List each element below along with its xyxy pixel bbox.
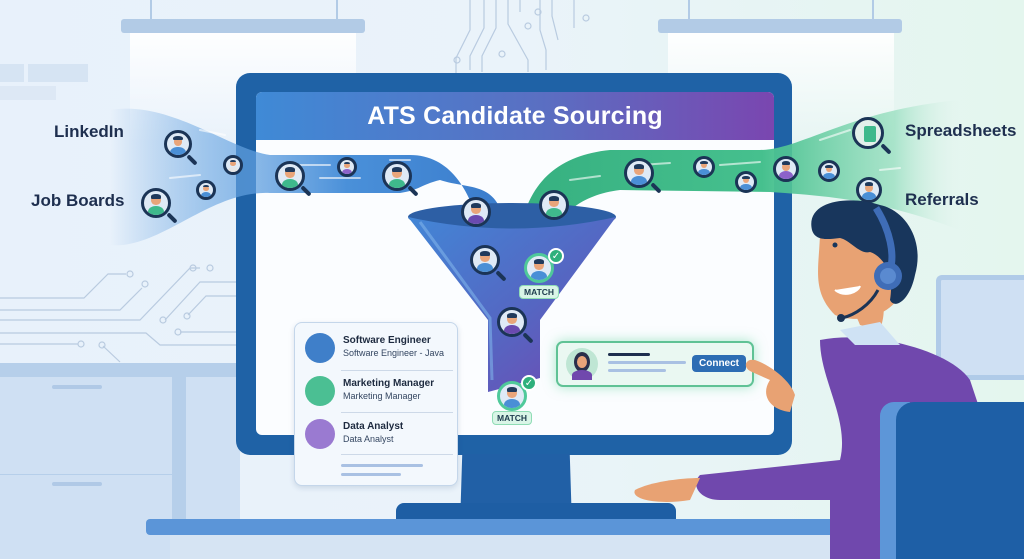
candidate-subtitle: Data Analyst xyxy=(343,434,394,444)
candidate-search-icon xyxy=(164,130,192,158)
candidate-list-item[interactable]: Data Analyst Data Analyst xyxy=(305,417,451,457)
drawer-divider xyxy=(0,474,172,475)
cabinet-top xyxy=(0,363,240,377)
lamp-rod xyxy=(872,0,874,20)
candidate-subtitle: Software Engineer - Java xyxy=(343,348,445,358)
screen-header: ATS Candidate Sourcing xyxy=(256,92,774,140)
wall-tile xyxy=(0,64,24,82)
source-label-spreadsheets: Spreadsheets xyxy=(905,121,1017,140)
name-bar xyxy=(608,353,650,356)
desk-leg xyxy=(172,377,186,559)
candidate-search-icon xyxy=(693,156,715,178)
candidate-search-icon xyxy=(539,190,569,220)
divider xyxy=(341,412,453,413)
placeholder-bar xyxy=(341,464,423,467)
placeholder-bar xyxy=(341,473,401,476)
check-icon: ✓ xyxy=(548,248,564,264)
lamp-rod xyxy=(150,0,152,20)
candidate-title: Software Engineer xyxy=(343,335,431,346)
wall-tile xyxy=(0,86,56,100)
check-icon: ✓ xyxy=(521,375,537,391)
source-label-referrals: Referrals xyxy=(905,190,979,209)
wall-tile xyxy=(28,64,88,82)
lamp-rod xyxy=(336,0,338,20)
placeholder-bar xyxy=(608,361,686,364)
candidate-title: Data Analyst xyxy=(343,421,404,432)
monitor-base xyxy=(396,503,676,523)
source-label-job-boards: Job Boards xyxy=(31,191,125,210)
office-chair xyxy=(896,402,1024,559)
source-label-linkedin: LinkedIn xyxy=(54,122,124,141)
candidate-search-icon xyxy=(624,158,654,188)
matched-candidate-avatar xyxy=(497,381,527,411)
candidate-list-card: Software Engineer Software Engineer - Ja… xyxy=(294,322,458,486)
spreadsheet-search-icon xyxy=(852,117,884,149)
candidate-search-icon xyxy=(497,307,527,337)
drawer-handle xyxy=(52,482,102,486)
candidate-search-icon xyxy=(141,188,171,218)
lamp-rod xyxy=(688,0,690,20)
divider xyxy=(341,454,453,455)
screen-title: ATS Candidate Sourcing xyxy=(367,101,663,130)
ceiling-lamp-right xyxy=(658,19,902,33)
candidate-search-icon xyxy=(223,155,243,175)
candidate-search-icon xyxy=(337,157,357,177)
candidate-avatar xyxy=(305,333,335,363)
drawer-handle xyxy=(52,385,102,389)
divider xyxy=(341,370,453,371)
connect-button[interactable]: Connect xyxy=(692,355,746,372)
candidate-search-icon xyxy=(382,161,412,191)
candidate-subtitle: Marketing Manager xyxy=(343,391,421,401)
candidate-avatar xyxy=(566,348,598,380)
candidate-search-icon xyxy=(470,245,500,275)
candidate-title: Marketing Manager xyxy=(343,378,435,389)
background-monitor xyxy=(936,275,1024,380)
candidate-list-item[interactable]: Software Engineer Software Engineer - Ja… xyxy=(305,331,451,371)
candidate-search-icon xyxy=(275,161,305,191)
candidate-search-icon xyxy=(461,197,491,227)
placeholder-bar xyxy=(608,369,666,372)
candidate-search-icon xyxy=(735,171,757,193)
candidate-search-icon xyxy=(818,160,840,182)
match-badge: MATCH xyxy=(492,411,533,425)
match-badge: MATCH xyxy=(519,285,560,299)
candidate-search-icon xyxy=(196,180,216,200)
candidate-search-icon xyxy=(856,177,882,203)
candidate-avatar xyxy=(305,376,335,406)
desk xyxy=(146,519,1024,535)
ceiling-lamp-left xyxy=(121,19,365,33)
candidate-search-icon xyxy=(773,156,799,182)
candidate-avatar xyxy=(305,419,335,449)
candidate-list-item[interactable]: Marketing Manager Marketing Manager xyxy=(305,374,451,414)
